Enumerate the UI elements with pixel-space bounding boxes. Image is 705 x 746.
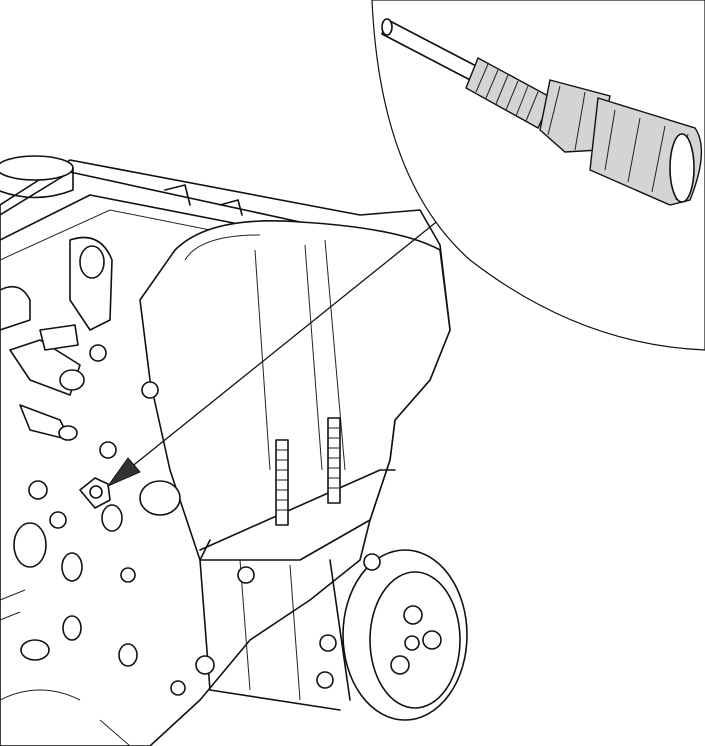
callout-pointer [106, 214, 446, 488]
bolts [28, 344, 381, 696]
thermostat-housing [69, 236, 113, 331]
detail-callout [371, 0, 705, 351]
stud-right [327, 417, 341, 504]
sensor-detail-icon [381, 18, 703, 206]
block-ports [0, 480, 181, 746]
timing-belt-cover [139, 220, 451, 561]
crankshaft-pulley [342, 549, 468, 721]
engine-block [0, 155, 468, 746]
oil-filler-cap [0, 155, 74, 199]
hose-connections [0, 285, 85, 441]
sensor-on-block [79, 477, 111, 509]
stud-left [275, 439, 289, 526]
